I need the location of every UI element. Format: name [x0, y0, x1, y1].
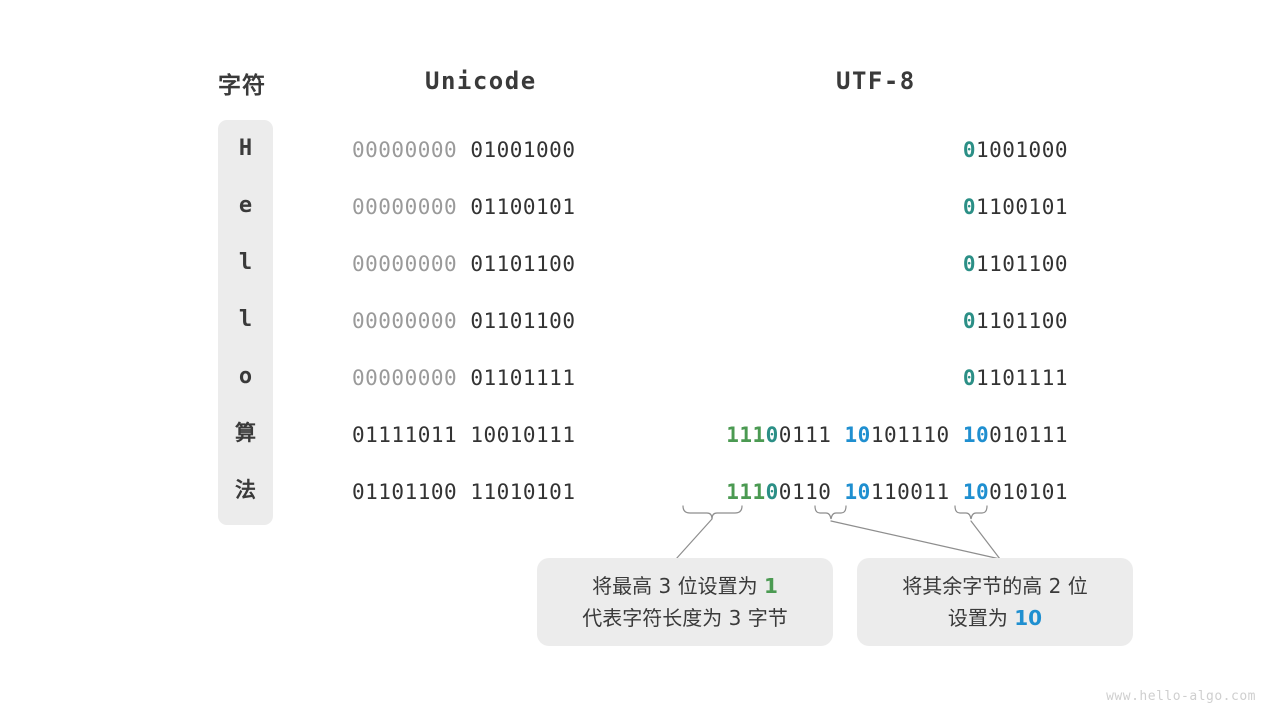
utf8-marker-bits: 0: [962, 366, 976, 390]
callout-highlight: 1: [763, 574, 778, 598]
utf8-marker-bits: 0: [962, 252, 976, 276]
unicode-bits-row: 01101100 11010101: [352, 480, 575, 504]
unicode-high-byte: 00000000: [352, 252, 458, 276]
callout-line: 代表字符长度为 3 字节: [582, 606, 788, 630]
utf8-marker-bits: 10: [962, 423, 990, 447]
callout-text: 设置为: [947, 606, 1015, 630]
callout-highlight: 10: [1014, 606, 1043, 630]
utf8-payload-bits: 1001000: [975, 138, 1068, 162]
utf8-marker-bits: 0: [962, 138, 976, 162]
utf8-payload-bits: 110011: [870, 480, 950, 504]
utf8-bits-row: 11100111 10101110 10010111: [726, 423, 1068, 447]
char-cell: H: [238, 136, 253, 161]
brace-leading-bits: [682, 505, 743, 520]
header-unicode: Unicode: [425, 67, 537, 95]
unicode-bits-row: 00000000 01101100: [352, 309, 575, 333]
utf8-payload-bits: 1101100: [975, 252, 1068, 276]
header-utf8: UTF-8: [836, 67, 916, 95]
utf8-bits-row: 01101111: [963, 366, 1068, 390]
char-cell: 算: [235, 421, 256, 445]
utf8-marker-bits: 10: [844, 423, 871, 447]
unicode-high-byte: 00000000: [352, 366, 458, 390]
leader-line-2: [830, 520, 1001, 560]
brace-continuation-bits-2: [954, 505, 988, 520]
utf8-payload-bits: 010101: [989, 480, 1068, 504]
utf8-bits-row: 01101100: [963, 309, 1068, 333]
char-cell: l: [238, 307, 253, 332]
char-cell: o: [238, 364, 253, 389]
unicode-high-byte: 01101100: [352, 480, 458, 504]
leader-line-1: [675, 518, 713, 560]
utf8-marker-bits: 10: [844, 480, 871, 504]
unicode-low-byte: 01100101: [470, 195, 576, 219]
unicode-bits-row: 00000000 01101111: [352, 366, 575, 390]
utf8-payload-bits: 0111: [778, 423, 832, 447]
unicode-bits-row: 01111011 10010111: [352, 423, 575, 447]
utf8-marker-zero-bit: 0: [765, 480, 779, 504]
char-cell: e: [238, 193, 253, 218]
utf8-marker-bits: 0: [962, 309, 976, 333]
utf8-payload-bits: 1101100: [975, 309, 1068, 333]
unicode-high-byte: 00000000: [352, 195, 458, 219]
character-column: H e l l o 算 法: [218, 120, 273, 525]
unicode-low-byte: 10010111: [470, 423, 576, 447]
utf8-marker-bits: 111: [726, 480, 766, 504]
char-cell: 法: [235, 478, 256, 502]
unicode-bits-row: 00000000 01001000: [352, 138, 575, 162]
utf8-marker-zero-bit: 0: [765, 423, 779, 447]
leader-line-3: [970, 520, 1001, 560]
unicode-bits-row: 00000000 01100101: [352, 195, 575, 219]
utf8-payload-bits: 0110: [778, 480, 832, 504]
unicode-low-byte: 01101111: [470, 366, 576, 390]
char-cell: l: [238, 250, 253, 275]
unicode-low-byte: 01001000: [470, 138, 576, 162]
utf8-bits-row: 11100110 10110011 10010101: [726, 480, 1068, 504]
callout-line: 将最高 3 位设置为 1: [592, 570, 778, 602]
unicode-high-byte: 01111011: [352, 423, 458, 447]
unicode-low-byte: 01101100: [470, 309, 576, 333]
callout-leading-bits: 将最高 3 位设置为 1 代表字符长度为 3 字节: [537, 558, 833, 646]
callout-text: 将最高 3 位设置为: [592, 574, 764, 598]
watermark: www.hello-algo.com: [1106, 689, 1256, 704]
utf8-payload-bits: 101110: [870, 423, 950, 447]
unicode-high-byte: 00000000: [352, 138, 458, 162]
unicode-high-byte: 00000000: [352, 309, 458, 333]
utf8-payload-bits: 010111: [989, 423, 1068, 447]
header-character: 字符: [218, 73, 266, 99]
brace-continuation-bits-1: [814, 505, 847, 520]
callout-line: 设置为 10: [948, 602, 1042, 634]
callout-continuation-bits: 将其余字节的高 2 位 设置为 10: [857, 558, 1133, 646]
utf8-payload-bits: 1100101: [975, 195, 1068, 219]
utf8-bits-row: 01001000: [963, 138, 1068, 162]
utf8-marker-bits: 10: [962, 480, 990, 504]
utf8-marker-bits: 111: [726, 423, 766, 447]
utf8-marker-bits: 0: [962, 195, 976, 219]
unicode-low-byte: 01101100: [470, 252, 576, 276]
unicode-bits-row: 00000000 01101100: [352, 252, 575, 276]
unicode-low-byte: 11010101: [470, 480, 576, 504]
utf8-bits-row: 01100101: [963, 195, 1068, 219]
utf8-bits-row: 01101100: [963, 252, 1068, 276]
callout-line: 将其余字节的高 2 位: [902, 574, 1088, 598]
utf8-payload-bits: 1101111: [975, 366, 1068, 390]
